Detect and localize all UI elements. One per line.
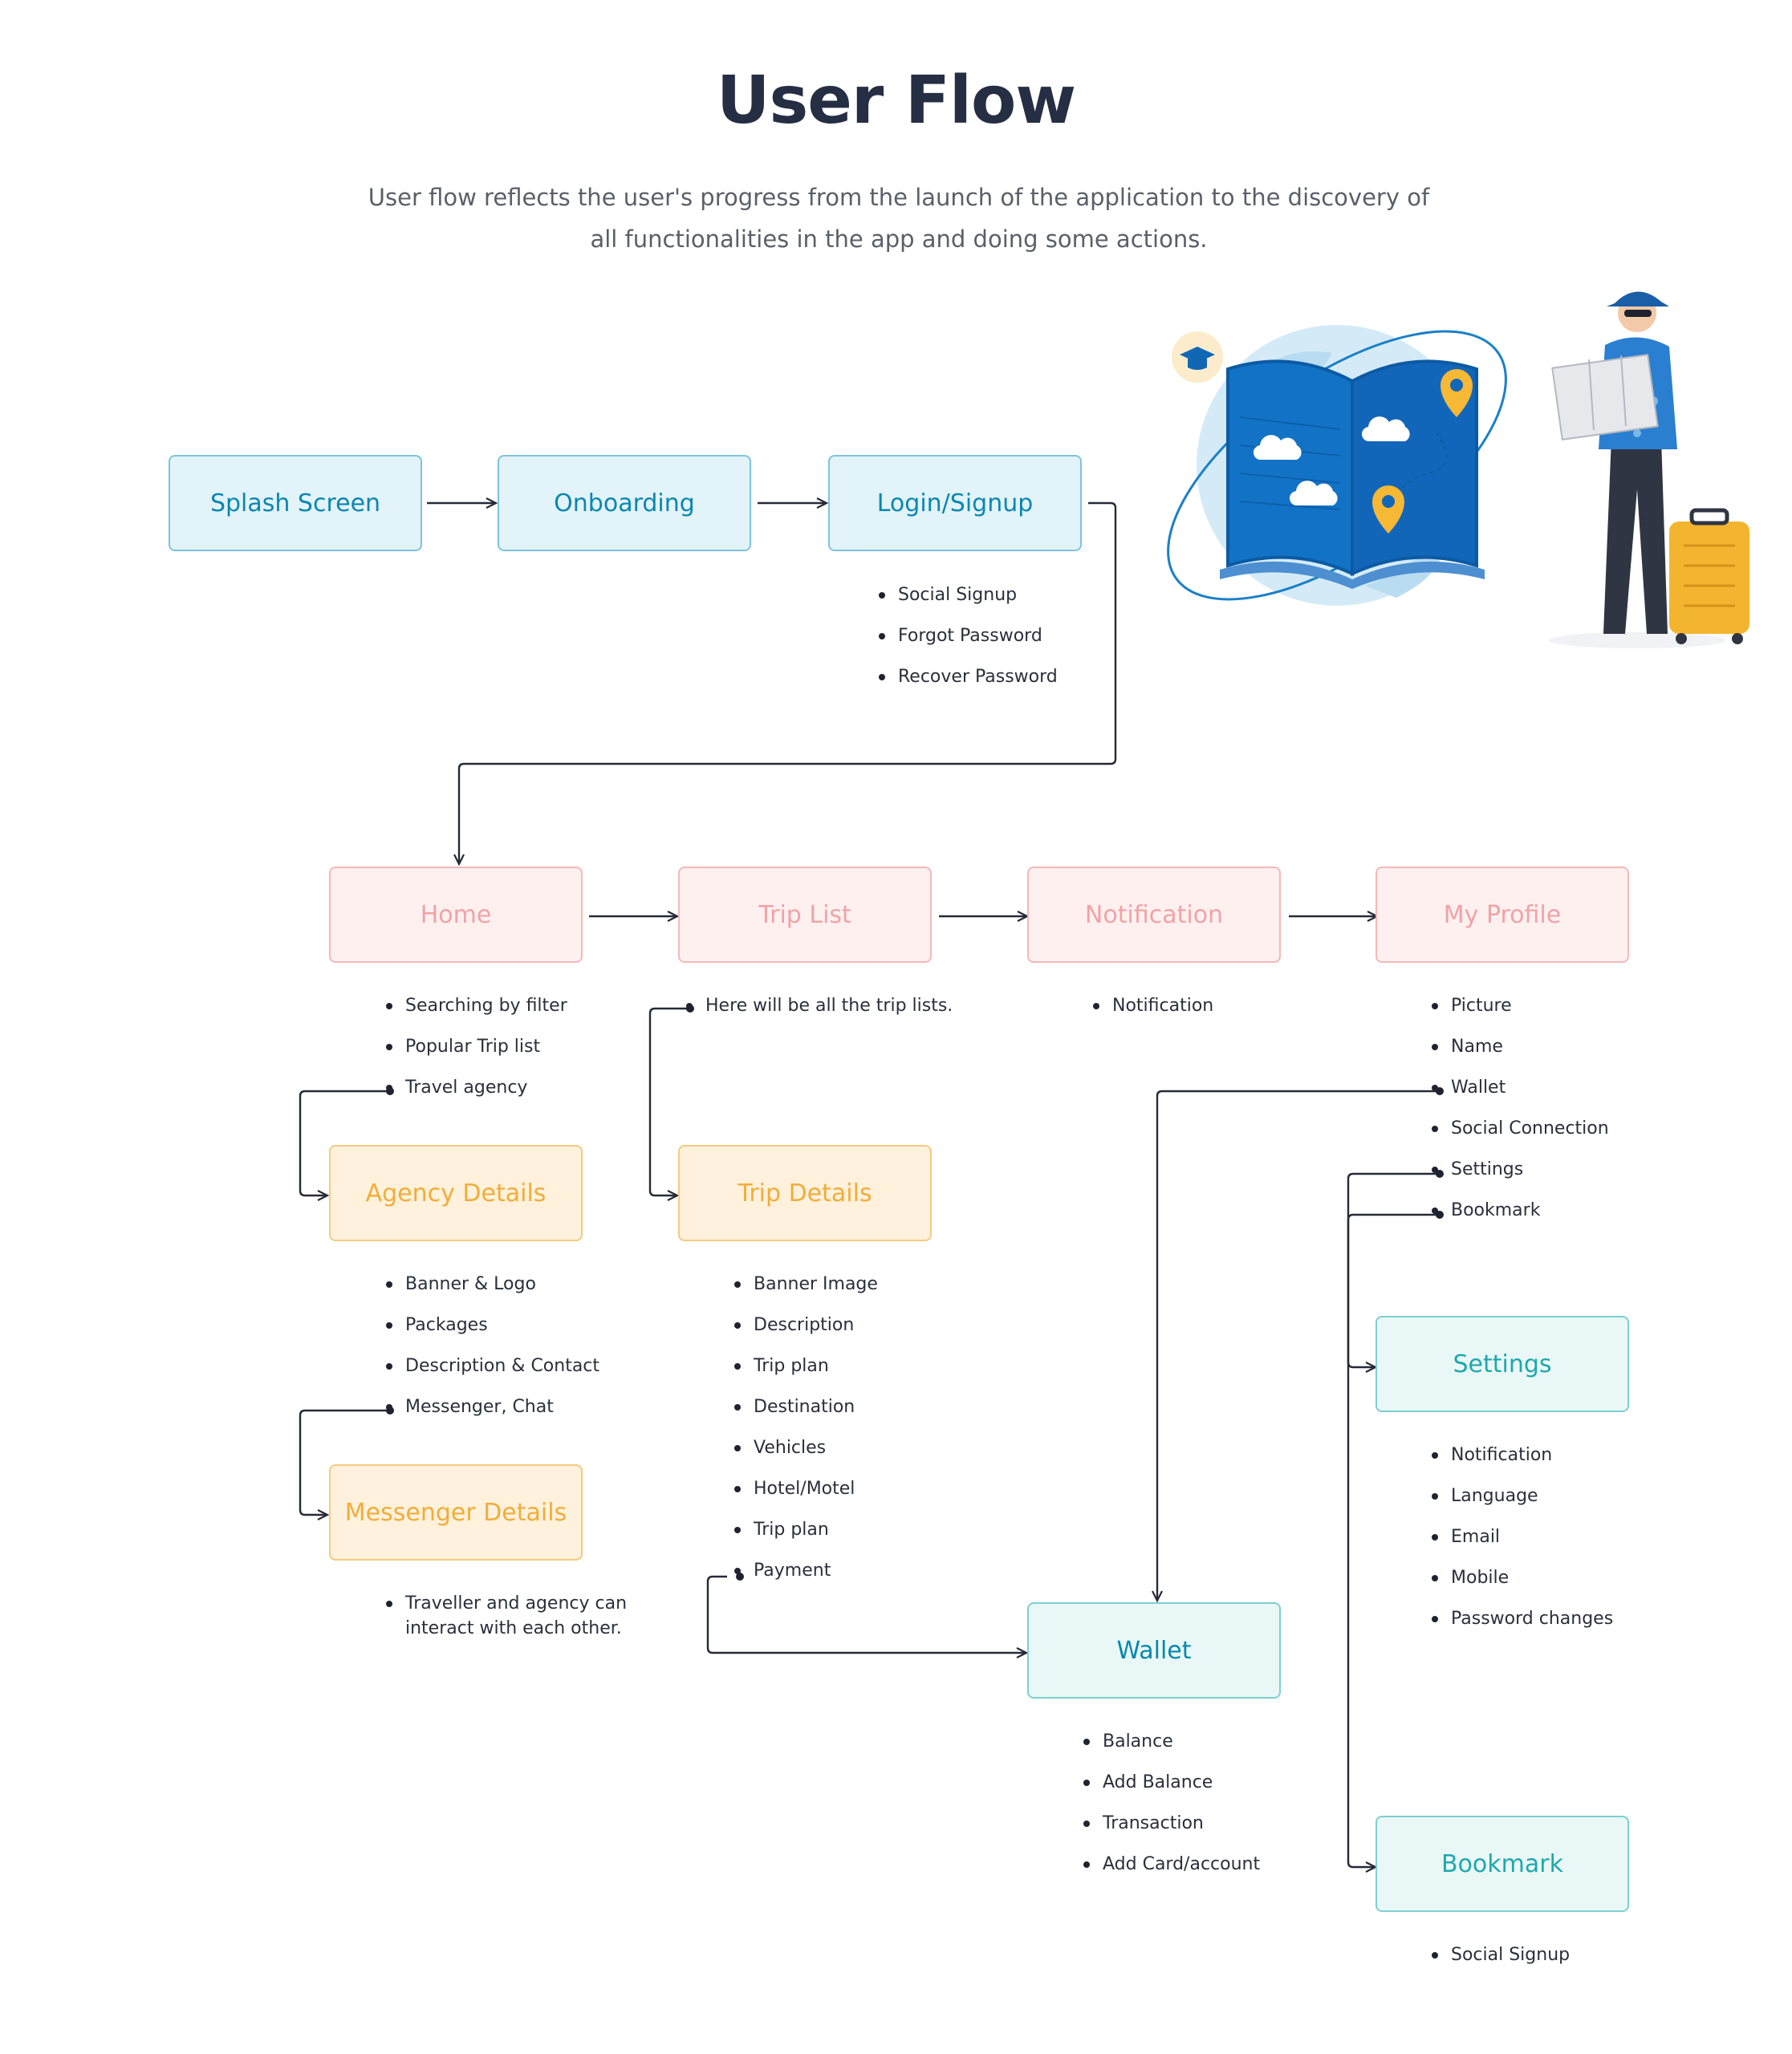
node-login-signup-label: Login/Signup — [876, 489, 1034, 518]
node-onboarding: Onboarding — [498, 455, 751, 551]
arrow-login-to-home — [459, 501, 1117, 864]
node-messenger-details: Messenger Details — [329, 1464, 583, 1561]
node-agency-details: Agency Details — [329, 1145, 583, 1241]
list-item: Banner Image — [734, 1272, 878, 1297]
arrow-triplists-to-tripdetails — [648, 1007, 687, 1195]
list-item: Trip plan — [734, 1354, 878, 1378]
list-item: Bookmark — [1432, 1198, 1609, 1223]
list-item: Description & Contact — [386, 1354, 599, 1378]
list-item: Here will be all the trip lists. — [686, 993, 953, 1018]
list-item: Hotel/Motel — [734, 1476, 878, 1501]
arrow-profilewallet-to-wallet — [1157, 1090, 1436, 1601]
bookmark-features-list: Social Signup — [1432, 1942, 1570, 1983]
node-notification: Notification — [1027, 867, 1281, 963]
arrow-messenger-to-messengerdetails — [299, 1409, 390, 1515]
list-item: Trip plan — [734, 1517, 878, 1542]
list-item: Vehicles — [734, 1435, 878, 1460]
list-item: Social Connection — [1432, 1116, 1609, 1141]
list-item: Add Card/account — [1083, 1852, 1260, 1877]
arrow-travelagency-to-agency — [299, 1090, 390, 1195]
list-item: Balance — [1083, 1729, 1260, 1754]
node-notification-label: Notification — [1084, 900, 1224, 929]
list-item: Email — [1432, 1524, 1613, 1549]
settings-features-list: Notification Language Email Mobile Passw… — [1432, 1443, 1613, 1647]
node-my-profile: My Profile — [1375, 867, 1629, 963]
node-home: Home — [329, 867, 583, 963]
list-item: Destination — [734, 1394, 878, 1419]
page-subtitle: User flow reflects the user's progress f… — [368, 184, 1430, 253]
node-splash-screen: Splash Screen — [169, 455, 422, 551]
list-item: Password changes — [1432, 1606, 1613, 1631]
list-item: Travel agency — [386, 1075, 567, 1100]
list-item: Language — [1432, 1484, 1613, 1508]
node-trip-list-label: Trip List — [758, 900, 851, 929]
node-trip-details: Trip Details — [678, 1145, 932, 1241]
home-features-list: Searching by filter Popular Trip list Tr… — [386, 993, 567, 1116]
node-bookmark: Bookmark — [1375, 1816, 1629, 1912]
list-item: Packages — [386, 1313, 599, 1338]
messenger-details-list: Traveller and agency can interact with e… — [386, 1591, 670, 1657]
list-item: Banner & Logo — [386, 1272, 599, 1297]
list-item: Forgot Password — [879, 623, 1058, 648]
node-onboarding-label: Onboarding — [554, 489, 695, 518]
list-item: Payment — [734, 1558, 878, 1583]
list-item: Notification — [1432, 1443, 1613, 1467]
list-item: Picture — [1432, 993, 1609, 1018]
list-item: Recover Password — [879, 664, 1058, 689]
arrow-profilebookmark-to-bookmark — [1347, 1213, 1436, 1867]
list-item: Description — [734, 1313, 878, 1338]
arrow-payment-to-wallet — [706, 1575, 1026, 1653]
node-wallet: Wallet — [1027, 1602, 1281, 1699]
node-settings: Settings — [1375, 1316, 1629, 1412]
login-features-list: Social Signup Forgot Password Recover Pa… — [879, 583, 1058, 705]
profile-features-list: Picture Name Wallet Social Connection Se… — [1432, 993, 1609, 1239]
node-my-profile-label: My Profile — [1443, 900, 1562, 929]
list-item: Social Signup — [879, 583, 1058, 607]
list-item: Add Balance — [1083, 1770, 1260, 1795]
traveler-with-map-and-globe-icon — [1167, 291, 1749, 648]
agency-details-list: Banner & Logo Packages Description & Con… — [386, 1272, 599, 1435]
list-item: Mobile — [1432, 1565, 1613, 1590]
node-trip-list: Trip List — [678, 867, 932, 963]
list-item: Traveller and agency can interact with e… — [386, 1591, 670, 1641]
node-messenger-details-label: Messenger Details — [344, 1498, 567, 1527]
list-item: Transaction — [1083, 1811, 1260, 1836]
node-splash-screen-label: Splash Screen — [209, 489, 381, 518]
list-item: Messenger, Chat — [386, 1394, 599, 1419]
wallet-features-list: Balance Add Balance Transaction Add Card… — [1083, 1729, 1260, 1893]
notification-features-list: Notification — [1093, 993, 1213, 1034]
node-agency-details-label: Agency Details — [365, 1179, 547, 1208]
trip-details-list: Banner Image Description Trip plan Desti… — [734, 1272, 878, 1599]
node-bookmark-label: Bookmark — [1441, 1849, 1563, 1878]
node-login-signup: Login/Signup — [828, 455, 1082, 551]
list-item: Name — [1432, 1034, 1609, 1059]
list-item: Notification — [1093, 993, 1213, 1018]
list-item: Wallet — [1432, 1075, 1609, 1100]
trip-list-features-list: Here will be all the trip lists. — [686, 993, 953, 1034]
node-trip-details-label: Trip Details — [738, 1179, 872, 1208]
node-wallet-label: Wallet — [1116, 1636, 1192, 1665]
list-item: Popular Trip list — [386, 1034, 567, 1059]
list-item: Social Signup — [1432, 1942, 1570, 1967]
page-title: User Flow — [716, 63, 1076, 139]
node-home-label: Home — [420, 900, 492, 929]
node-settings-label: Settings — [1453, 1350, 1552, 1378]
list-item: Settings — [1432, 1157, 1609, 1182]
list-item: Searching by filter — [386, 993, 567, 1018]
